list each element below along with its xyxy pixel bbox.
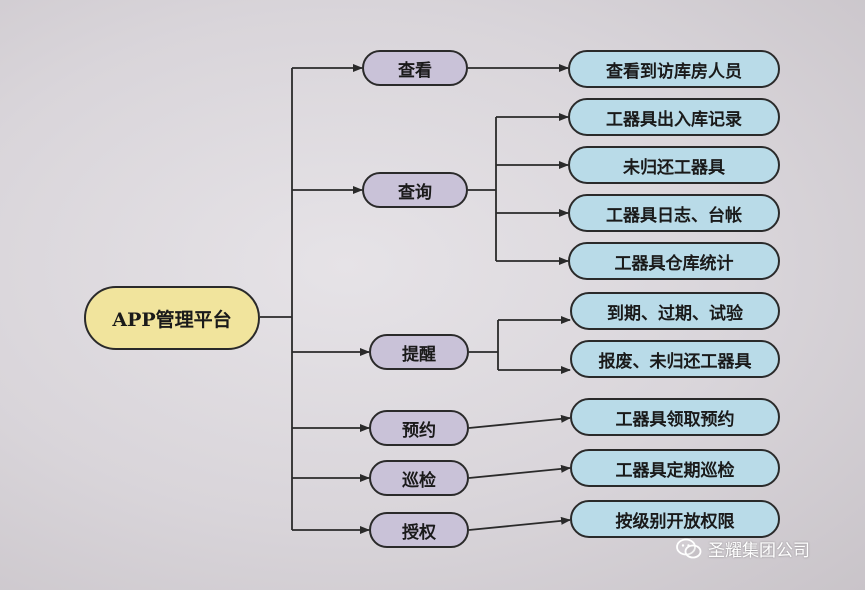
connector-arrow — [468, 516, 571, 531]
leaf-node: 按级别开放权限 — [570, 500, 780, 538]
leaf-label: 按级别开放权限 — [615, 511, 735, 532]
branch-label: 授权 — [402, 522, 436, 543]
branch-label: 提醒 — [402, 344, 436, 365]
leaf-node: 到期、过期、试验 — [570, 292, 780, 330]
branch-node-authorize: 授权 — [369, 512, 469, 548]
leaf-label: 工器具出入库记录 — [606, 109, 742, 130]
leaf-node: 工器具领取预约 — [570, 398, 780, 436]
leaf-label: 未归还工器具 — [623, 157, 725, 178]
leaf-node: 未归还工器具 — [568, 146, 780, 184]
leaf-node: 报废、未归还工器具 — [570, 340, 780, 378]
branch-label: 查看 — [398, 60, 432, 81]
branch-node-view: 查看 — [362, 50, 468, 86]
leaf-label: 工器具仓库统计 — [614, 253, 734, 274]
branch-node-query: 查询 — [362, 172, 468, 208]
leaf-node: 工器具出入库记录 — [568, 98, 780, 136]
leaf-node: 查看到访库房人员 — [568, 50, 780, 88]
root-node: APP管理平台 — [84, 286, 260, 350]
branch-node-reserve: 预约 — [369, 410, 469, 446]
root-label: APP管理平台 — [112, 308, 232, 331]
branch-node-remind: 提醒 — [369, 334, 469, 370]
branch-label: 查询 — [398, 182, 432, 203]
connector-arrow — [468, 414, 571, 429]
leaf-node: 工器具定期巡检 — [570, 449, 780, 487]
branch-node-inspect: 巡检 — [369, 460, 469, 496]
leaf-label: 到期、过期、试验 — [607, 303, 743, 324]
leaf-node: 工器具日志、台帐 — [568, 194, 780, 232]
connector-arrow — [468, 464, 571, 479]
leaf-label: 报废、未归还工器具 — [598, 351, 752, 372]
leaf-label: 查看到访库房人员 — [606, 61, 742, 82]
watermark: 圣耀集团公司 — [676, 536, 810, 561]
watermark-text: 圣耀集团公司 — [708, 541, 810, 561]
leaf-label: 工器具日志、台帐 — [606, 205, 742, 226]
leaf-node: 工器具仓库统计 — [568, 242, 780, 280]
leaf-label: 工器具领取预约 — [615, 409, 735, 430]
branch-label: 巡检 — [402, 470, 436, 491]
leaf-label: 工器具定期巡检 — [615, 460, 735, 481]
wechat-icon — [676, 538, 702, 558]
branch-label: 预约 — [402, 420, 436, 441]
